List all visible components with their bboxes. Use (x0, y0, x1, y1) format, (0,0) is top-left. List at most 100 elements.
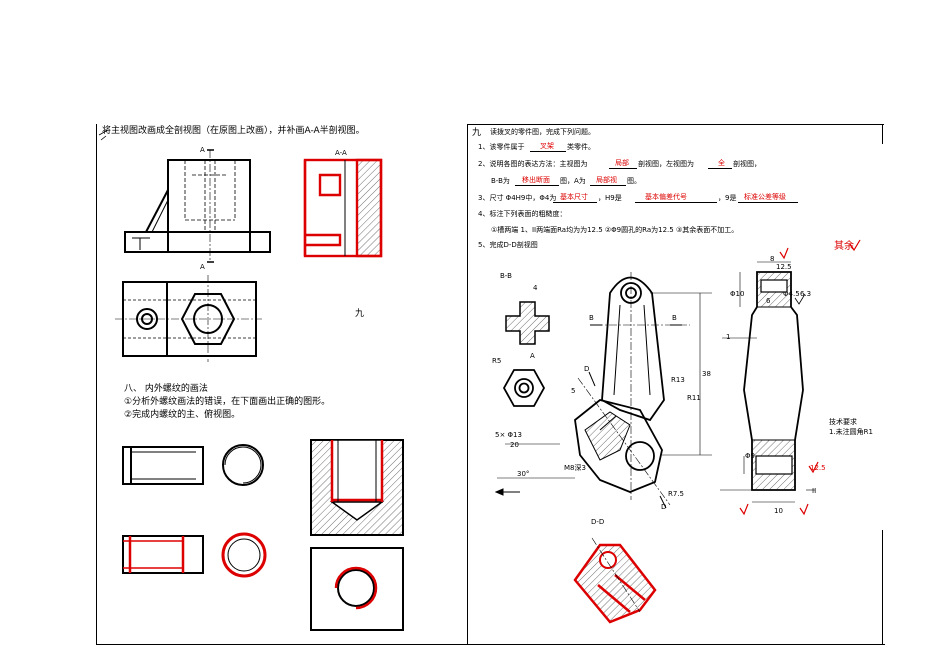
dim-10: 10 (774, 507, 783, 515)
a-view-arrow (494, 488, 520, 496)
roughness-symbols (739, 239, 861, 516)
thread-item-1: ①分析外螺纹画法的错误，在下面画出正确的图形。 (124, 397, 331, 407)
q3-middle: 图，A为 (560, 177, 586, 185)
bb-section (505, 301, 550, 345)
cut-plane-a-top: A (200, 146, 205, 154)
q3-blank-1 (515, 185, 559, 186)
column-divider (467, 124, 468, 644)
pen-glyph (98, 129, 109, 141)
fork-front-view (574, 276, 665, 493)
ra-63: 6.3 (800, 290, 812, 298)
thread-item-2: ②完成内螺纹的主、俯视图。 (124, 410, 241, 420)
q4-blank-2 (635, 202, 717, 203)
q4-middle: ，H9是 (598, 194, 622, 202)
ext-thread-front-correct (122, 535, 204, 574)
q2-prefix: 2、说明各图的表达方法：主视图为 (478, 160, 588, 168)
dim-phi10: Φ10 (730, 290, 745, 298)
dim-30deg: 30° (517, 470, 530, 478)
rest-roughness-mark: 其余 (834, 241, 854, 252)
q3-answer-1: 移出断面 (522, 176, 550, 184)
d-bottom-label: D (661, 503, 667, 511)
section-label-aa: A-A (335, 149, 347, 157)
q5-title: 4、标注下列表面的粗糙度： (478, 210, 567, 218)
dim-r5: R5 (492, 357, 502, 365)
bb-label: B-B (500, 272, 512, 280)
ra-125: 12.5 (810, 464, 826, 472)
dim-phi9: Φ9 (745, 452, 755, 460)
q4-middle-2: ，9是 (718, 194, 737, 202)
dd-label: D-D (591, 518, 605, 526)
q3-answer-2: 局部视 (596, 176, 617, 184)
right-top-border (467, 124, 884, 125)
fork-side-dims (720, 261, 815, 503)
q2-answer-1: 局部 (615, 159, 629, 167)
dim-chamfer: 5× Φ13 (495, 431, 522, 439)
page-frame (96, 124, 885, 645)
int-thread-front (310, 439, 404, 536)
dim-5: 5 (571, 387, 576, 395)
nine-mark: 九 (355, 309, 365, 319)
right-border-top (882, 124, 883, 144)
dim-38: 38 (702, 370, 711, 378)
q1-prefix: 1、该零件属于 (478, 143, 525, 151)
dim-r11: R11 (687, 394, 701, 402)
q2-suffix: 剖视图， (733, 160, 761, 168)
view-a-label: A (530, 352, 535, 360)
q4-blank-3 (738, 202, 798, 203)
q3-blank-2 (590, 185, 626, 186)
fork-hatch (584, 411, 631, 461)
dim-r13: R13 (671, 376, 685, 384)
dim-r75: R7.5 (668, 490, 684, 498)
section-nine: 九 (472, 128, 482, 138)
dim-lII: II (812, 487, 817, 495)
fork-side-bores (755, 279, 793, 475)
section-aa-view (303, 158, 383, 258)
dd-section (573, 543, 657, 624)
q2-middle: 剖视图，左视图为 (638, 160, 694, 168)
d-section-arrows (588, 371, 667, 509)
q4-prefix: 3、尺寸 Φ4H9中，Φ4为 (478, 194, 557, 202)
q1-answer: 叉架 (540, 142, 554, 150)
fork-centerlines (577, 272, 690, 506)
cut-plane-marks (207, 149, 214, 263)
q4-answer-3: 标准公差等级 (744, 193, 786, 201)
q1-blank (530, 151, 566, 152)
ext-thread-side (222, 444, 264, 486)
b-left-label: B (589, 314, 594, 322)
top-view-hidden (123, 299, 256, 339)
cut-plane-a-bottom: A (200, 263, 205, 271)
right-border-bottom (882, 530, 883, 644)
front-view (124, 159, 271, 253)
tech-req-title: 技术要求 (829, 418, 857, 426)
ext-thread-side-correct (221, 532, 267, 578)
q5-detail: ①槽两端 1、II两端面Ra均为为12.5 ②Φ9圆孔的Ra为12.5 ③其余表… (491, 226, 739, 234)
fork-dim-lines (497, 292, 712, 479)
intro-text: 读拨叉的零件图，完成下列问题。 (490, 128, 595, 136)
q2-blank-2 (708, 168, 732, 169)
q2-answer-2: 全 (718, 159, 725, 167)
top-view-centerline (115, 275, 262, 362)
q3-suffix: 图。 (627, 177, 641, 185)
roughness-symbols-black (794, 293, 806, 305)
front-base-detail (132, 237, 150, 250)
q1-suffix: 类零件。 (567, 143, 595, 151)
dim-m8: M8深3 (564, 464, 586, 472)
view-a (502, 369, 546, 407)
int-thread-top (310, 547, 404, 631)
dim-125: 12.5 (776, 263, 792, 271)
q4-blank-1 (553, 202, 597, 203)
dim-8: 8 (770, 255, 775, 263)
q4-answer-1: 基本尺寸 (560, 193, 588, 201)
dd-centerline (591, 537, 641, 613)
b-right-label: B (672, 314, 677, 322)
q2-blank-1 (609, 168, 637, 169)
dim-20: 20 (510, 441, 519, 449)
thread-title: 八、 内外螺纹的画法 (124, 384, 208, 394)
ext-thread-front (122, 446, 204, 485)
tech-req-item: 1.未注圆角R1 (829, 428, 873, 436)
q8-title: 将主视图改画成全剖视图（在原图上改画），并补画A-A半剖视图。 (102, 126, 365, 136)
ext-thread-minor-lines (131, 451, 196, 480)
dim-l1: 1 (726, 333, 731, 341)
q6-title: 5、完成D-D剖视图 (478, 241, 538, 249)
